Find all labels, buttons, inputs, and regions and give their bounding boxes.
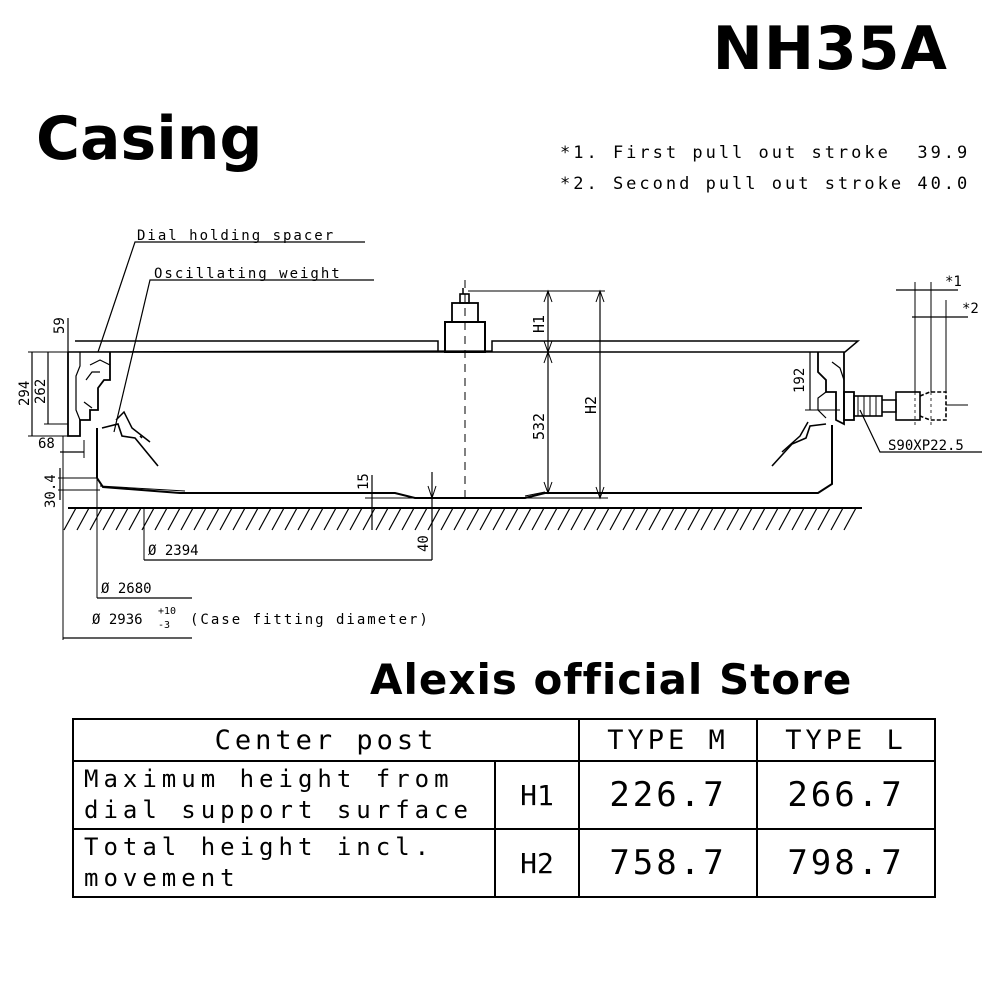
label-262: 262 bbox=[33, 379, 49, 404]
label-294: 294 bbox=[17, 381, 33, 406]
dial-holding-spacer bbox=[67, 352, 111, 437]
oscillating-weight-left bbox=[101, 423, 159, 467]
label-dial-holding-spacer: Dial holding spacer bbox=[137, 228, 335, 244]
label-dia-2394: Ø 2394 bbox=[148, 543, 199, 559]
label-15: 15 bbox=[356, 473, 372, 490]
label-tol-plus: +10 bbox=[158, 606, 176, 617]
leader-crown-thread bbox=[859, 409, 982, 453]
label-case-fitting: (Case fitting diameter) bbox=[190, 612, 430, 628]
store-name: Alexis official Store bbox=[370, 655, 853, 704]
crown-tube bbox=[843, 391, 855, 421]
spec-table: Center post TYPE M TYPE L Maximum height… bbox=[72, 718, 936, 898]
crown-head bbox=[853, 395, 883, 417]
label-59: 59 bbox=[52, 317, 68, 334]
row-code: H2 bbox=[494, 828, 580, 898]
row-desc-line2: dial support surface bbox=[84, 796, 473, 824]
row-value-type-l: 266.7 bbox=[756, 760, 936, 830]
row-desc-line1: Maximum height from bbox=[84, 765, 454, 793]
leader-oscillating-weight bbox=[113, 279, 374, 433]
section-title: Casing bbox=[36, 104, 263, 174]
note-second-stroke: *2. Second pull out stroke 40.0 bbox=[560, 174, 971, 194]
ground-hatching bbox=[63, 507, 857, 531]
header-type-m: TYPE M bbox=[578, 718, 758, 762]
row-value-type-m: 226.7 bbox=[578, 760, 758, 830]
dial-plate bbox=[67, 340, 861, 353]
label-oscillating-weight: Oscillating weight bbox=[154, 266, 342, 282]
label-192: 192 bbox=[792, 368, 808, 393]
label-dia-2680: Ø 2680 bbox=[101, 581, 152, 597]
label-star2: *2 bbox=[962, 301, 979, 317]
note-first-stroke: *1. First pull out stroke 39.9 bbox=[560, 143, 971, 163]
leader-dial-spacer bbox=[97, 241, 365, 353]
row-desc-line2: movement bbox=[84, 864, 240, 892]
row-value-type-l: 798.7 bbox=[756, 828, 936, 898]
label-dia-2936: Ø 2936 bbox=[92, 612, 143, 628]
table-header-row: Center post TYPE M TYPE L bbox=[72, 718, 936, 762]
crown-stem bbox=[895, 391, 921, 421]
label-68: 68 bbox=[38, 436, 55, 452]
header-type-l: TYPE L bbox=[756, 718, 936, 762]
row-desc-line1: Total height incl. bbox=[84, 833, 435, 861]
label-30-4: 30.4 bbox=[43, 474, 59, 508]
row-description: Total height incl. movement bbox=[72, 828, 496, 898]
row-code: H1 bbox=[494, 760, 580, 830]
row-value-type-m: 758.7 bbox=[578, 828, 758, 898]
label-40: 40 bbox=[416, 535, 432, 552]
label-tol-minus: -3 bbox=[158, 620, 170, 631]
label-h1: H1 bbox=[530, 315, 548, 333]
oscillating-weight-right bbox=[771, 423, 827, 467]
header-center-post: Center post bbox=[72, 718, 580, 762]
model-title: NH35A bbox=[712, 14, 948, 84]
right-spacer bbox=[817, 352, 845, 426]
table-row: Maximum height from dial support surface… bbox=[72, 760, 936, 830]
row-description: Maximum height from dial support surface bbox=[72, 760, 496, 830]
label-star1: *1 bbox=[945, 274, 962, 290]
label-crown-thread: S90XP22.5 bbox=[888, 438, 964, 454]
casing-drawing: Dial holding spacer Oscillating weight 5… bbox=[17, 228, 982, 640]
label-532: 532 bbox=[530, 413, 548, 440]
label-h2: H2 bbox=[582, 396, 600, 414]
table-row: Total height incl. movement H2 758.7 798… bbox=[72, 828, 936, 898]
